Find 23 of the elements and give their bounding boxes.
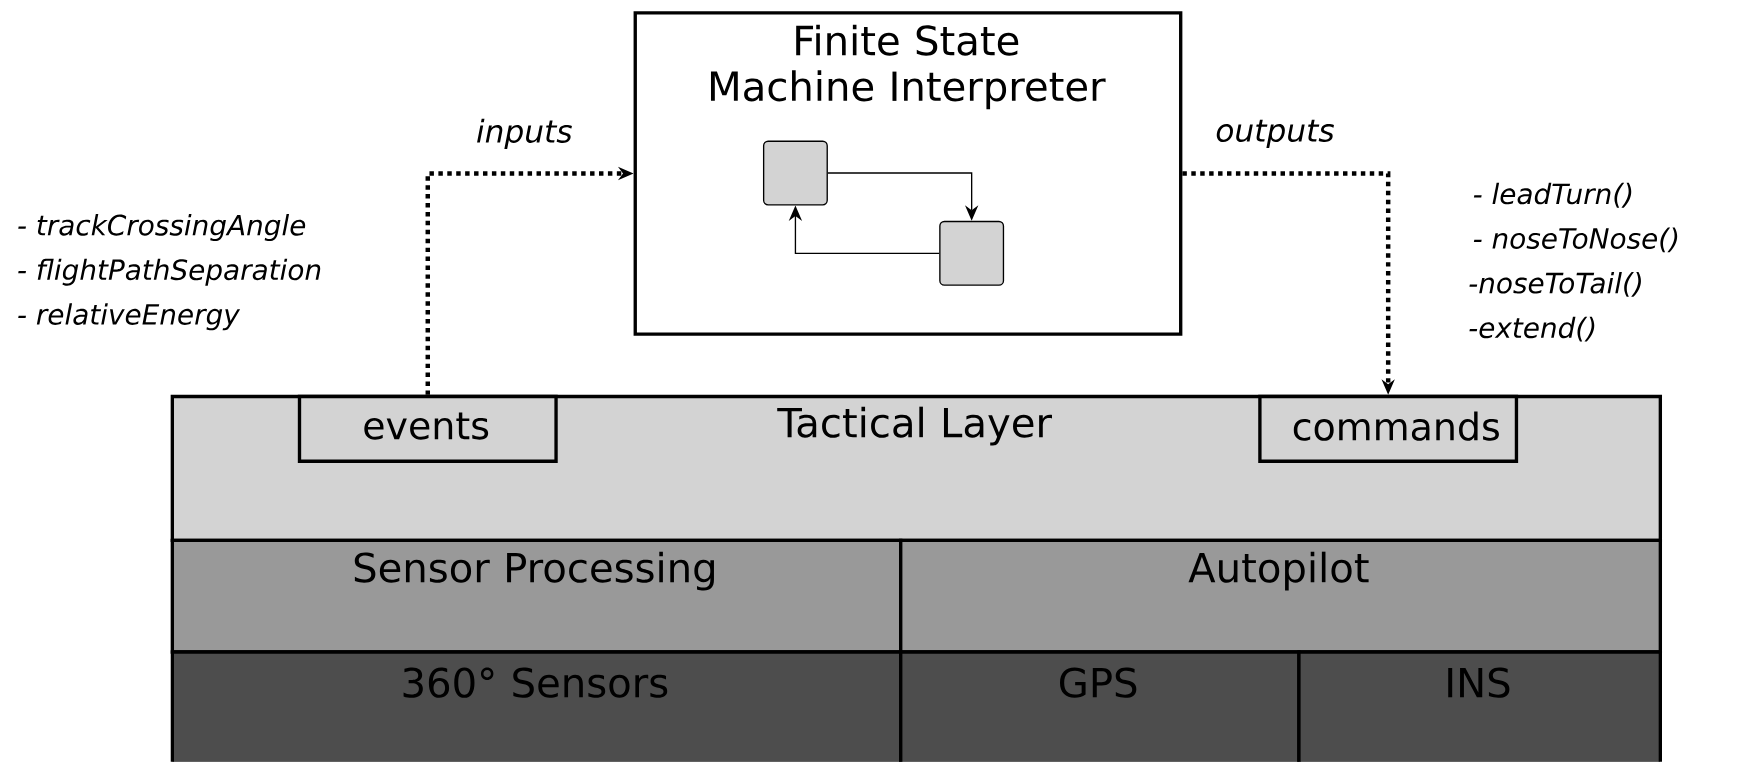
- interpreter-box: Finite State Machine Interpreter: [633, 11, 1183, 336]
- state-box: [939, 220, 1005, 286]
- edge-label: inputs: [474, 117, 574, 151]
- layer-box: Autopilot: [899, 538, 1663, 654]
- arrow: [1182, 171, 1395, 395]
- list-item: -extend(): [1469, 316, 1595, 342]
- list-item: - trackCrossingAngle: [18, 214, 306, 242]
- list-item: -noseToTail(): [1469, 272, 1641, 297]
- state-box: [762, 140, 828, 206]
- arrow: [788, 205, 940, 255]
- list-item: - noseToNose(): [1473, 227, 1678, 253]
- layer-box: INS: [1297, 650, 1663, 762]
- arrow: [425, 166, 634, 395]
- edge-label: outputs: [1214, 118, 1336, 150]
- list-item: - leadTurn(): [1473, 182, 1632, 208]
- layer-box: 360° Sensors: [170, 650, 903, 762]
- layer-box: GPS: [899, 650, 1301, 762]
- port-box: commands: [1258, 394, 1519, 463]
- layer-box: Sensor Processing: [170, 538, 903, 654]
- arrow: [827, 172, 979, 221]
- list-item: - relativeEnergy: [18, 303, 241, 331]
- port-box: events: [297, 394, 558, 463]
- list-item: - flightPathSeparation: [18, 258, 321, 286]
